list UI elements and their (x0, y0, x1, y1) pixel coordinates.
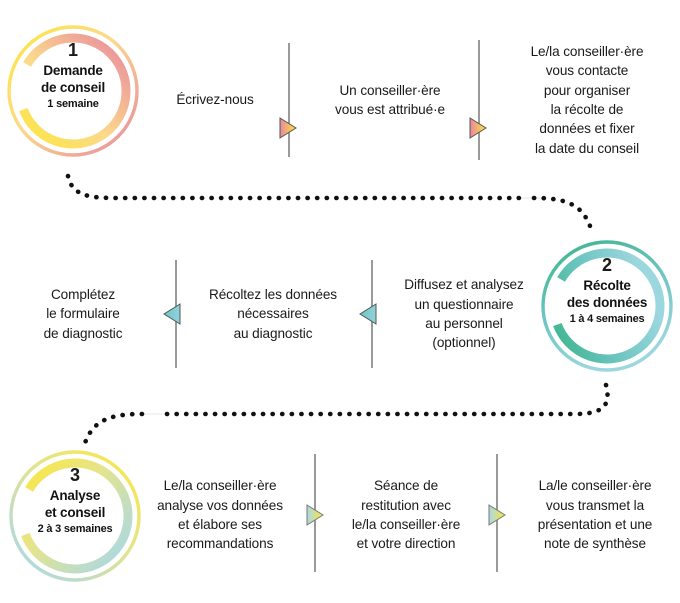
step-circle-1: 1 Demande de conseil 1 semaine (4, 22, 142, 160)
step-3-rings (9, 450, 141, 582)
row-3-arrow-right-icon-1 (306, 504, 324, 526)
connector-step2-to-step3-path (157, 382, 610, 417)
step-3-content: 3 Analyse et conseil 2 à 3 semaines (6, 447, 144, 585)
row-1-arrow-right-icon-1 (279, 117, 297, 139)
step-3-number: 3 (69, 465, 80, 486)
step-1-title-line2: de conseil (40, 79, 106, 95)
step-2-rings (541, 240, 673, 372)
connector-step1-to-step2-path (65, 173, 531, 201)
step-1-duration: 1 semaine (47, 98, 99, 111)
connector-step2-to-step3-tail (81, 411, 145, 449)
step-3-title-line2: et conseil (44, 504, 106, 520)
step-1-number: 1 (67, 40, 78, 61)
row-1-divider-2 (478, 40, 480, 160)
row-3-arrow-right-icon-2 (488, 504, 506, 526)
step-3-title-line1: Analyse (49, 488, 101, 504)
step-1-title-line1: Demande (43, 63, 103, 79)
row-1-divider-1 (288, 43, 290, 157)
connector-step1-to-step2-tail (531, 195, 595, 235)
step-circle-3: 3 Analyse et conseil 2 à 3 semaines (6, 447, 144, 585)
step-2-content: 2 Récolte des données 1 à 4 semaines (538, 237, 676, 375)
step-1-content: 1 Demande de conseil 1 semaine (4, 22, 142, 160)
step-1-rings (7, 25, 139, 157)
step-2-title-line1: Récolte (583, 278, 631, 294)
row-2-arrow-left-icon-2 (359, 303, 377, 325)
row-2-arrow-left-icon-1 (163, 303, 181, 325)
step-2-number: 2 (601, 255, 612, 276)
step-circle-2: 2 Récolte des données 1 à 4 semaines (538, 237, 676, 375)
step-3-duration: 2 à 3 semaines (37, 523, 113, 536)
step-2-duration: 1 à 4 semaines (569, 313, 645, 326)
row-1-arrow-right-icon-2 (469, 117, 487, 139)
step-2-title-line2: des données (566, 294, 648, 310)
row-1-cell-a: Écrivez-nous (176, 92, 254, 108)
